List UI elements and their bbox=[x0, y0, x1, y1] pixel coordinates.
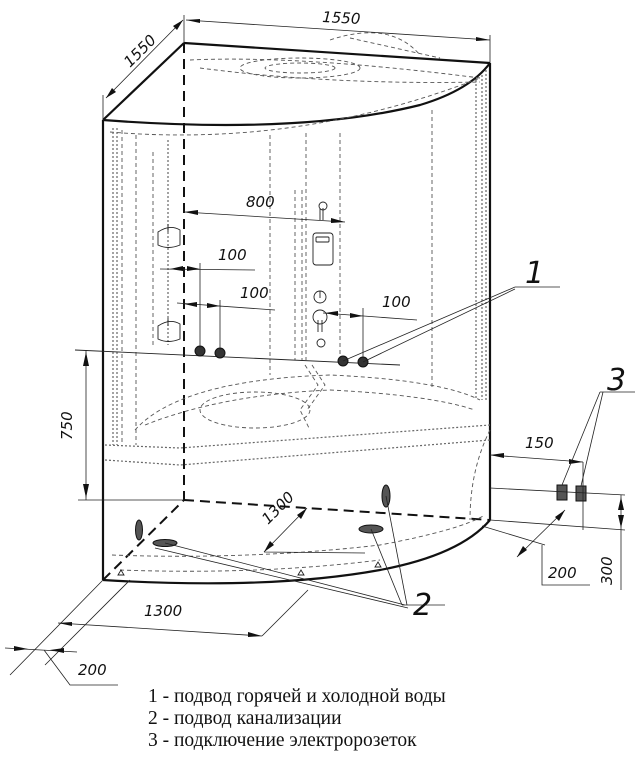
drain-knob-icon bbox=[316, 338, 326, 348]
hook-icon bbox=[157, 224, 181, 248]
dim-socket-height: 300 bbox=[598, 556, 616, 585]
power-button-icon bbox=[313, 290, 327, 304]
dimension-lines: 1550 1550 800 100 100 100 750 bbox=[4, 8, 626, 686]
hidden-lines bbox=[104, 32, 491, 572]
socket-right bbox=[575, 485, 587, 502]
dim-base-width: 1300 bbox=[144, 602, 182, 620]
hook-icon bbox=[157, 318, 181, 342]
socket-left bbox=[556, 484, 568, 501]
water-inlets bbox=[74, 345, 401, 368]
dim-pipe-height: 750 bbox=[58, 411, 76, 440]
callout-2: 2 bbox=[413, 588, 432, 623]
dim-base-depth: 1300 bbox=[258, 488, 298, 528]
side-accessories bbox=[157, 224, 181, 342]
cabin-outline bbox=[101, 41, 492, 585]
dim-socket-offset-side: 150 bbox=[525, 434, 554, 452]
callout-1: 1 bbox=[525, 256, 544, 291]
drain-outlet-vertical-left bbox=[135, 519, 143, 541]
dim-top-depth: 1550 bbox=[120, 31, 160, 71]
dim-panel-width: 800 bbox=[246, 193, 275, 211]
feet bbox=[117, 561, 382, 576]
callouts: 1 2 3 bbox=[342, 256, 635, 623]
shower-head-icon bbox=[318, 201, 328, 220]
dim-top-width: 1550 bbox=[322, 8, 361, 28]
legend: 1 - подвод горячей и холодной воды 2 - п… bbox=[148, 686, 446, 752]
dim-socket-offset-front: 200 bbox=[548, 564, 577, 582]
control-panel bbox=[294, 190, 334, 360]
legend-item-sewage: 2 - подвод канализации bbox=[148, 708, 342, 729]
mixer-handle-icon bbox=[312, 309, 328, 332]
legend-item-water-supply: 1 - подвод горячей и холодной воды bbox=[148, 686, 446, 707]
legend-item-electrical-sockets: 3 - подключение электророзеток bbox=[148, 730, 417, 751]
callout-3: 3 bbox=[607, 363, 626, 398]
dim-drain-offset: 200 bbox=[78, 661, 107, 679]
dim-pipe-offset-right: 100 bbox=[382, 293, 411, 311]
display-panel-icon bbox=[312, 232, 334, 266]
drain-outlets bbox=[117, 484, 391, 576]
dim-hot-offset-left: 100 bbox=[218, 246, 247, 264]
dim-cold-offset-left: 100 bbox=[240, 284, 269, 302]
